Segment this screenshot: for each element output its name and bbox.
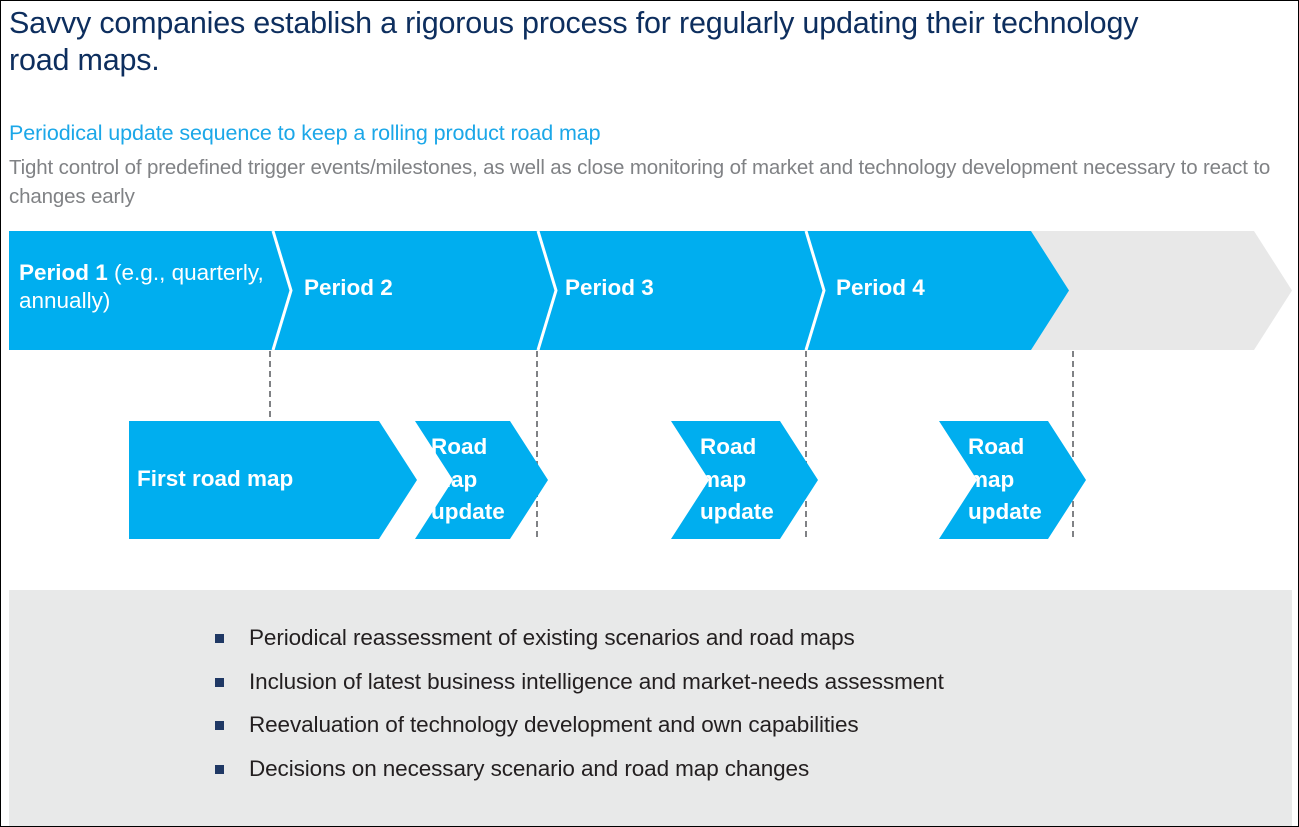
period-4-strong: Period 4	[836, 275, 925, 300]
roadmap-update-1-line3: update	[431, 499, 505, 524]
first-roadmap-shape	[129, 421, 417, 539]
timeline-blue-bar	[9, 231, 1069, 350]
roadmap-update-1-line1: Road	[431, 434, 488, 459]
section-kicker: Periodical update sequence to keep a rol…	[9, 121, 601, 145]
dashed-connector-4	[1072, 351, 1074, 537]
timeline-period-band: Period 1 (e.g., quarterly, annually) Per…	[9, 231, 1292, 350]
list-item-label: Inclusion of latest business intelligenc…	[249, 668, 944, 694]
roadmap-label-update-1: Road map update	[431, 431, 505, 529]
bullet-square-icon	[215, 677, 224, 687]
list-item: Inclusion of latest business intelligenc…	[214, 668, 944, 696]
roadmap-update-shape-2	[671, 421, 818, 539]
roadmap-update-3-line1: Road	[968, 434, 1025, 459]
dashed-connector-2	[536, 351, 538, 537]
page-title: Savvy companies establish a rigorous pro…	[9, 6, 1139, 77]
period-divider-1	[271, 231, 293, 350]
period-divider-3	[804, 231, 826, 350]
roadmap-update-shape-3	[939, 421, 1086, 539]
period-label-1: Period 1 (e.g., quarterly, annually)	[19, 259, 269, 315]
list-item: Decisions on necessary scenario and road…	[214, 755, 944, 783]
dashed-connector-3	[805, 351, 807, 537]
roadmap-update-1-line2: map	[431, 466, 478, 492]
period-1-strong: Period 1	[19, 260, 108, 285]
period-divider-2	[536, 231, 558, 350]
bullet-square-icon	[215, 764, 224, 774]
list-item-label: Reevaluation of technology development a…	[249, 712, 859, 737]
roadmap-update-2-line1: Road	[700, 434, 757, 459]
list-item: Reevaluation of technology development a…	[214, 711, 944, 739]
bullet-square-icon	[215, 634, 224, 643]
roadmap-update-shape-1	[415, 421, 548, 539]
list-item-label: Decisions on necessary scenario and road…	[249, 755, 810, 781]
roadmap-update-2-line2: map	[700, 466, 747, 492]
summary-bullet-list: Periodical reassessment of existing scen…	[214, 624, 944, 798]
roadmap-update-3-line2: map	[968, 466, 1015, 492]
period-label-3: Period 3	[565, 274, 654, 302]
period-2-strong: Period 2	[304, 275, 393, 300]
bullet-square-icon	[215, 721, 224, 730]
list-item-label: Periodical reassessment of existing scen…	[249, 625, 855, 650]
roadmap-label-update-2: Road map update	[700, 431, 774, 529]
list-item: Periodical reassessment of existing scen…	[214, 624, 944, 652]
summary-panel: Periodical reassessment of existing scen…	[9, 590, 1292, 826]
period-label-4: Period 4	[836, 274, 925, 302]
period-label-2: Period 2	[304, 274, 393, 302]
roadmap-update-2-line3: update	[700, 499, 774, 524]
roadmap-row: First road map Road map update Road map …	[1, 421, 1298, 539]
period-1-light: (e.g., quarterly, annually)	[19, 260, 264, 313]
roadmap-label-update-3: Road map update	[968, 431, 1042, 529]
timeline-tail-chevron	[1009, 231, 1292, 350]
roadmap-label-first: First road map	[137, 466, 294, 491]
period-3-strong: Period 3	[565, 275, 654, 300]
section-subhead: Tight control of predefined trigger even…	[9, 156, 1271, 208]
roadmap-update-3-line3: update	[968, 499, 1042, 524]
